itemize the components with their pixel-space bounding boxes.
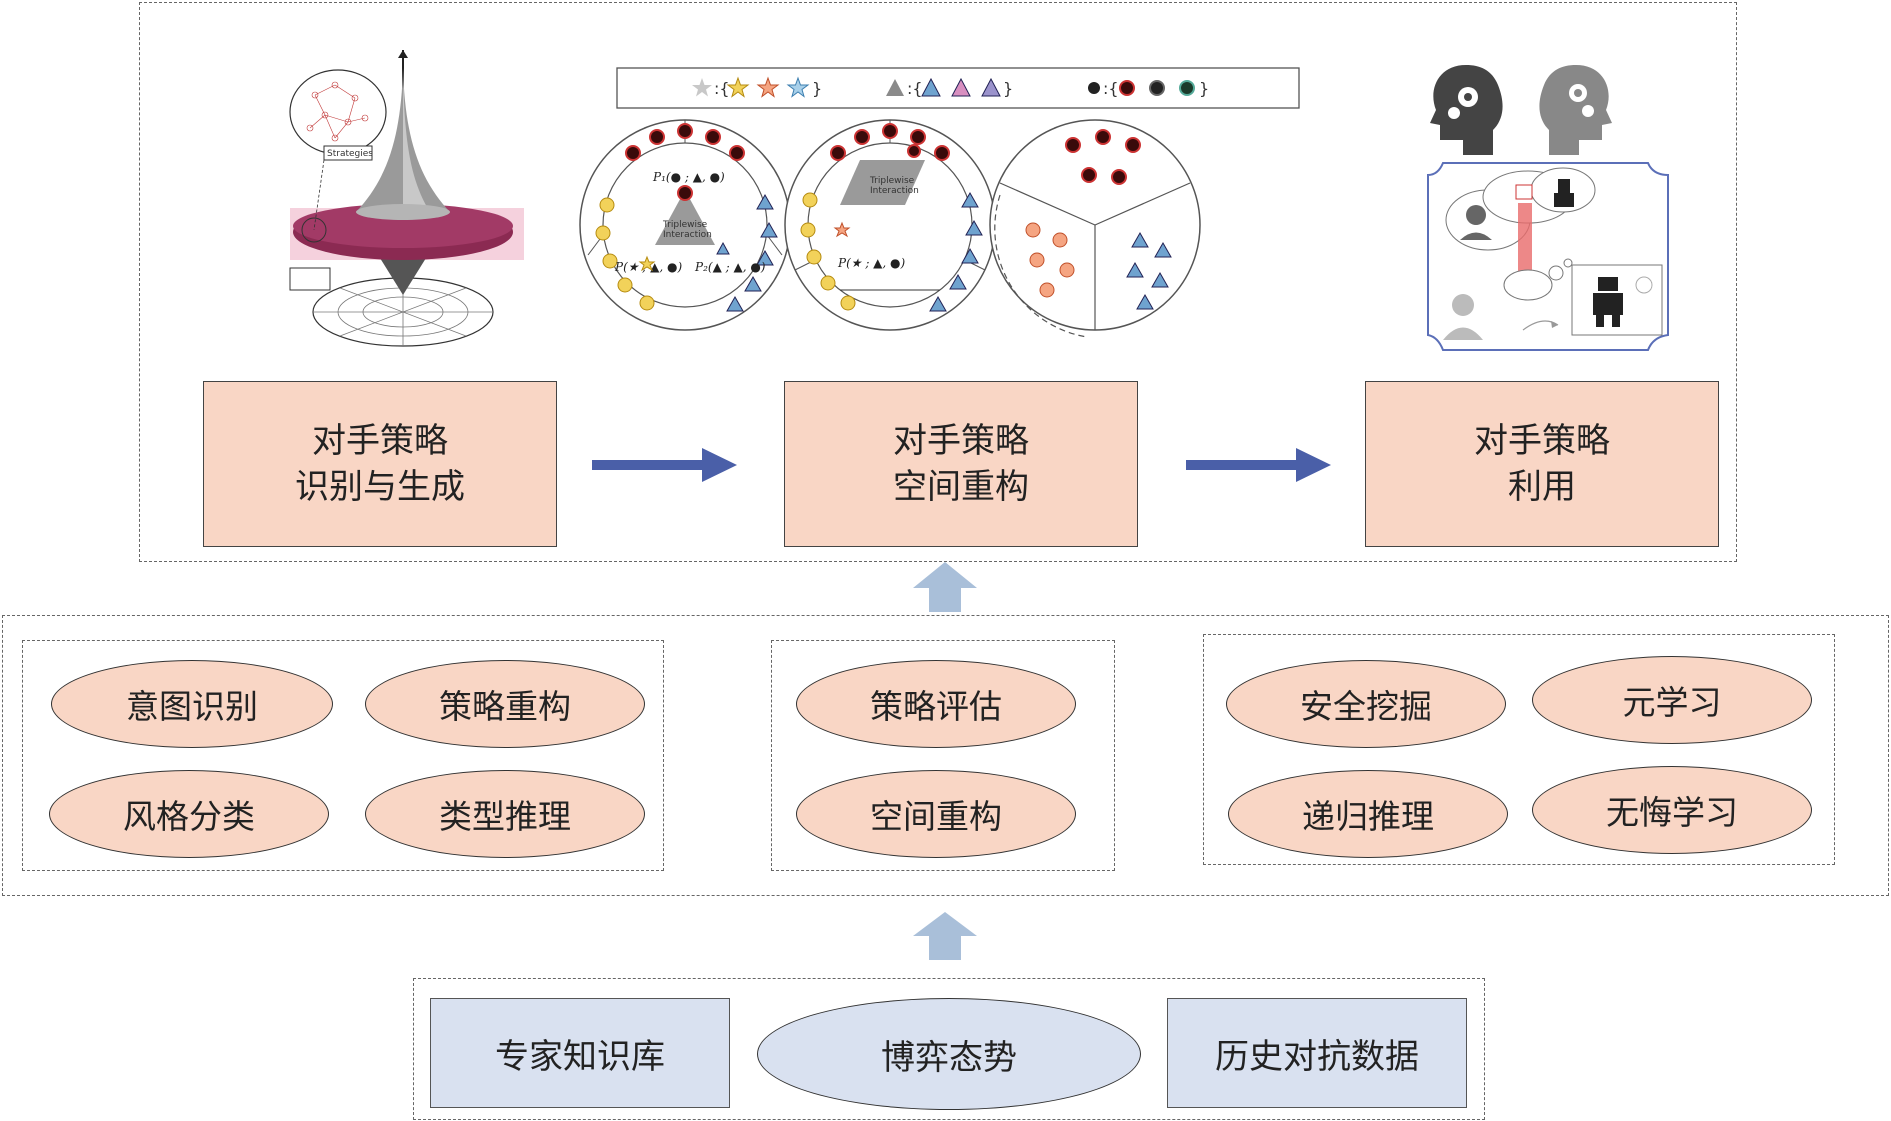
arrow-up-icon bbox=[913, 912, 977, 960]
legend-stars: :{ } bbox=[692, 76, 822, 98]
stage-1-line-1: 对手策略 bbox=[312, 421, 448, 461]
strategy-spinner-illustration: Strategies bbox=[289, 50, 524, 347]
svg-text:Interaction: Interaction bbox=[663, 230, 712, 240]
technique-style-classification: 风格分类 bbox=[49, 770, 329, 858]
svg-text:}: } bbox=[1003, 79, 1013, 98]
legend-dots: :{ } bbox=[1088, 79, 1209, 98]
prob-label-top: P₁(● ; ▲, ●) bbox=[652, 170, 725, 184]
input-expert-knowledge-base: 专家知识库 bbox=[430, 998, 730, 1108]
technique-space-reconstruction: 空间重构 bbox=[796, 770, 1076, 858]
svg-text:Interaction: Interaction bbox=[870, 186, 919, 196]
technique-no-regret-learning: 无悔学习 bbox=[1532, 766, 1812, 854]
stage-box-space-reconstruct: 对手策略 空间重构 bbox=[784, 381, 1138, 547]
technique-meta-learning: 元学习 bbox=[1532, 656, 1812, 744]
human-robot-illustration bbox=[1427, 65, 1669, 351]
stage-2-line-2: 空间重构 bbox=[893, 467, 1029, 507]
middle-section-frame bbox=[2, 615, 1889, 896]
strategy-space-illustration: :{ } :{ } :{ } bbox=[579, 67, 1300, 338]
svg-text::{: :{ bbox=[907, 79, 923, 98]
stage-box-identify-generate: 对手策略 识别与生成 bbox=[203, 381, 557, 547]
top-section-frame bbox=[139, 2, 1737, 562]
circle-diagram-c bbox=[989, 119, 1201, 338]
stage-box-exploit: 对手策略 利用 bbox=[1365, 381, 1719, 547]
strategies-label: Strategies bbox=[327, 149, 373, 159]
svg-text:}: } bbox=[1199, 79, 1209, 98]
technique-group-3-frame bbox=[1203, 634, 1835, 865]
arrow-right-icon bbox=[592, 448, 737, 482]
svg-text:}: } bbox=[812, 79, 822, 98]
legend-triangles: :{ } bbox=[886, 77, 1013, 98]
input-historical-adversarial-data: 历史对抗数据 bbox=[1167, 998, 1467, 1108]
input-section-frame bbox=[413, 978, 1485, 1120]
technique-intent-recognition: 意图识别 bbox=[51, 660, 333, 748]
arrow-up-icon bbox=[913, 562, 977, 612]
technique-strategy-reconstruction: 策略重构 bbox=[365, 660, 645, 748]
technique-group-2-frame bbox=[771, 640, 1115, 871]
technique-safe-mining: 安全挖掘 bbox=[1226, 660, 1506, 748]
circle-diagram-a: Triplewise Interaction P₁(● ; ▲, ●) P(★ … bbox=[579, 119, 791, 331]
svg-text:Triplewise: Triplewise bbox=[869, 176, 915, 186]
circle-diagram-b: Triplewise Interaction P(★ ; ▲, ●) bbox=[784, 119, 996, 331]
technique-type-inference: 类型推理 bbox=[365, 770, 645, 858]
svg-text::{: :{ bbox=[1103, 79, 1119, 98]
svg-text:Triplewise: Triplewise bbox=[662, 220, 708, 230]
arrow-right-icon bbox=[1186, 448, 1331, 482]
stage-3-line-2: 利用 bbox=[1508, 467, 1576, 507]
svg-text::{: :{ bbox=[714, 79, 730, 98]
stage-3-line-1: 对手策略 bbox=[1474, 421, 1610, 461]
stage-1-line-2: 识别与生成 bbox=[295, 467, 465, 507]
stage-2-line-1: 对手策略 bbox=[893, 421, 1029, 461]
prob-label-mid: P(★ ; ▲, ●) bbox=[837, 256, 906, 270]
technique-group-1-frame bbox=[22, 640, 664, 871]
input-game-situation: 博弈态势 bbox=[757, 998, 1141, 1110]
technique-recursive-reasoning: 递归推理 bbox=[1228, 770, 1508, 858]
prob-label-right: P₂(▲ ; ▲, ●) bbox=[694, 260, 766, 274]
technique-strategy-evaluation: 策略评估 bbox=[796, 660, 1076, 748]
